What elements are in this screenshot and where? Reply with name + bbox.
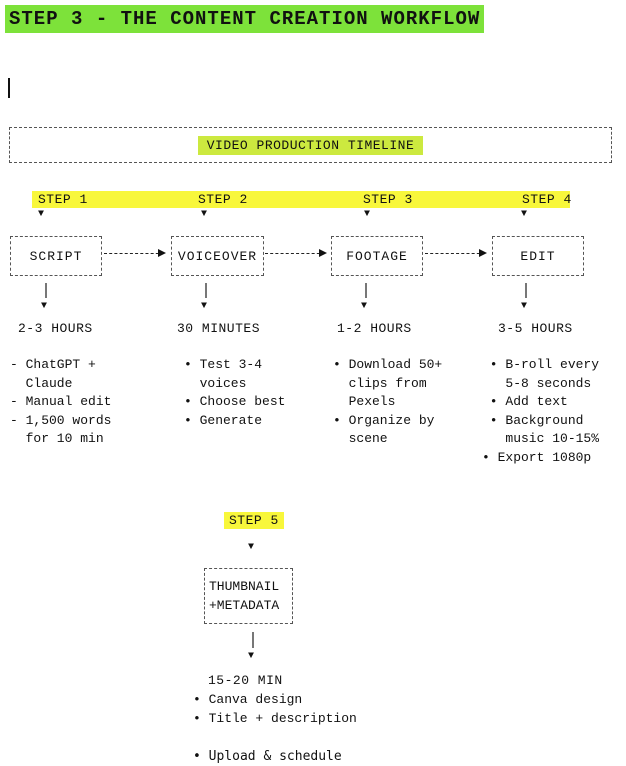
arrow-down-icon: ▼ (521, 209, 528, 220)
arrow-down-icon: ▼ (248, 651, 255, 662)
step2-label: STEP 2 (198, 192, 248, 207)
arrow-down-icon: ▼ (364, 209, 371, 220)
node-box-thumbnail-metadata: THUMBNAIL +METADATA (204, 568, 293, 624)
steps-header-bar: STEP 1 STEP 2 STEP 3 STEP 4 (32, 191, 572, 208)
connector-pipe-icon (252, 632, 254, 648)
step5-final-note: • Upload & schedule (193, 749, 342, 764)
step4-duration: 3-5 HOURS (498, 321, 573, 336)
connector-pipe-icon (45, 283, 47, 298)
timeline-banner-label: VIDEO PRODUCTION TIMELINE (197, 135, 424, 155)
step5-notes-list: • Canva design • Title + description (193, 692, 357, 726)
step2-notes-list: • Test 3-4 voices • Choose best • Genera… (184, 357, 286, 428)
arrow-down-icon: ▼ (201, 301, 208, 312)
node-label: FOOTAGE (346, 248, 408, 264)
timeline-banner-box: VIDEO PRODUCTION TIMELINE (9, 127, 612, 163)
flow-arrow-icon (104, 249, 166, 257)
page-title-highlight: STEP 3 - THE CONTENT CREATION WORKFLOW (5, 5, 485, 33)
step5-label: STEP 5 (229, 513, 279, 528)
connector-pipe-icon (365, 283, 367, 298)
node-box-script: SCRIPT (10, 236, 102, 276)
arrow-down-icon: ▼ (201, 209, 208, 220)
step4-notes-list: • B-roll every 5-8 seconds • Add text • … (482, 357, 600, 465)
node-box-edit: EDIT (492, 236, 584, 276)
text-cursor (8, 78, 10, 98)
step1-notes-list: - ChatGPT + Claude - Manual edit - 1,500… (10, 357, 112, 446)
step3-notes-list: • Download 50+ clips from Pexels • Organ… (333, 357, 443, 446)
arrow-down-icon: ▼ (521, 301, 528, 312)
node-label: SCRIPT (29, 248, 83, 264)
page-title: STEP 3 - THE CONTENT CREATION WORKFLOW (9, 8, 481, 30)
step3-duration: 1-2 HOURS (337, 321, 412, 336)
node-label-line1: THUMBNAIL (209, 579, 280, 594)
flow-arrow-icon (265, 249, 327, 257)
step3-label: STEP 3 (363, 192, 413, 207)
step5-duration: 15-20 MIN (208, 673, 283, 688)
connector-pipe-icon (525, 283, 527, 298)
arrow-down-icon: ▼ (41, 301, 48, 312)
arrow-down-icon: ▼ (38, 209, 45, 220)
arrow-down-icon: ▼ (248, 542, 255, 553)
node-box-footage: FOOTAGE (331, 236, 423, 276)
arrow-down-icon: ▼ (361, 301, 368, 312)
step4-label: STEP 4 (522, 192, 572, 207)
connector-pipe-icon (205, 283, 207, 298)
node-label-line2: +METADATA (209, 598, 280, 613)
step5-label-highlight: STEP 5 (224, 512, 284, 529)
node-box-voiceover: VOICEOVER (171, 236, 264, 276)
flow-arrow-icon (425, 249, 487, 257)
node-label: VOICEOVER (177, 248, 258, 264)
node-label: EDIT (520, 248, 556, 264)
step1-duration: 2-3 HOURS (18, 321, 93, 336)
step2-duration: 30 MINUTES (177, 321, 261, 336)
step1-label: STEP 1 (38, 192, 88, 207)
